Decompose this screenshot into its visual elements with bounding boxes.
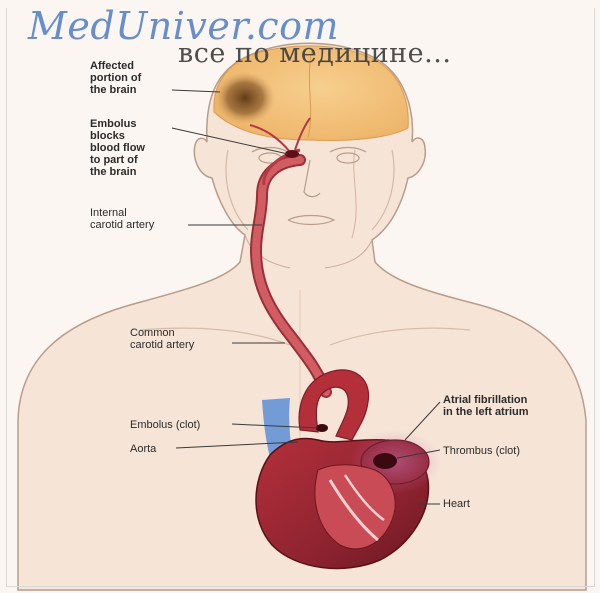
- label-embolus-clot: Embolus (clot): [130, 419, 230, 431]
- label-common-carotid: Common carotid artery: [130, 327, 220, 351]
- watermark-tagline: все по медицине...: [178, 38, 451, 69]
- label-internal-carotid: Internal carotid artery: [90, 207, 180, 231]
- label-atrial-fibrillation: Atrial fibrillation in the left atrium: [443, 394, 593, 418]
- thrombus-clot: [373, 453, 397, 469]
- affected-brain-area: [215, 72, 275, 124]
- frame-bottom: [6, 586, 595, 587]
- label-heart: Heart: [443, 498, 503, 510]
- frame-right: [594, 8, 595, 586]
- label-thrombus: Thrombus (clot): [443, 445, 573, 457]
- label-affected-portion: Affected portion of the brain: [90, 60, 170, 96]
- label-aorta: Aorta: [130, 443, 190, 455]
- label-embolus-blocks: Embolus blocks blood flow to part of the…: [90, 118, 170, 178]
- frame-left: [6, 8, 7, 586]
